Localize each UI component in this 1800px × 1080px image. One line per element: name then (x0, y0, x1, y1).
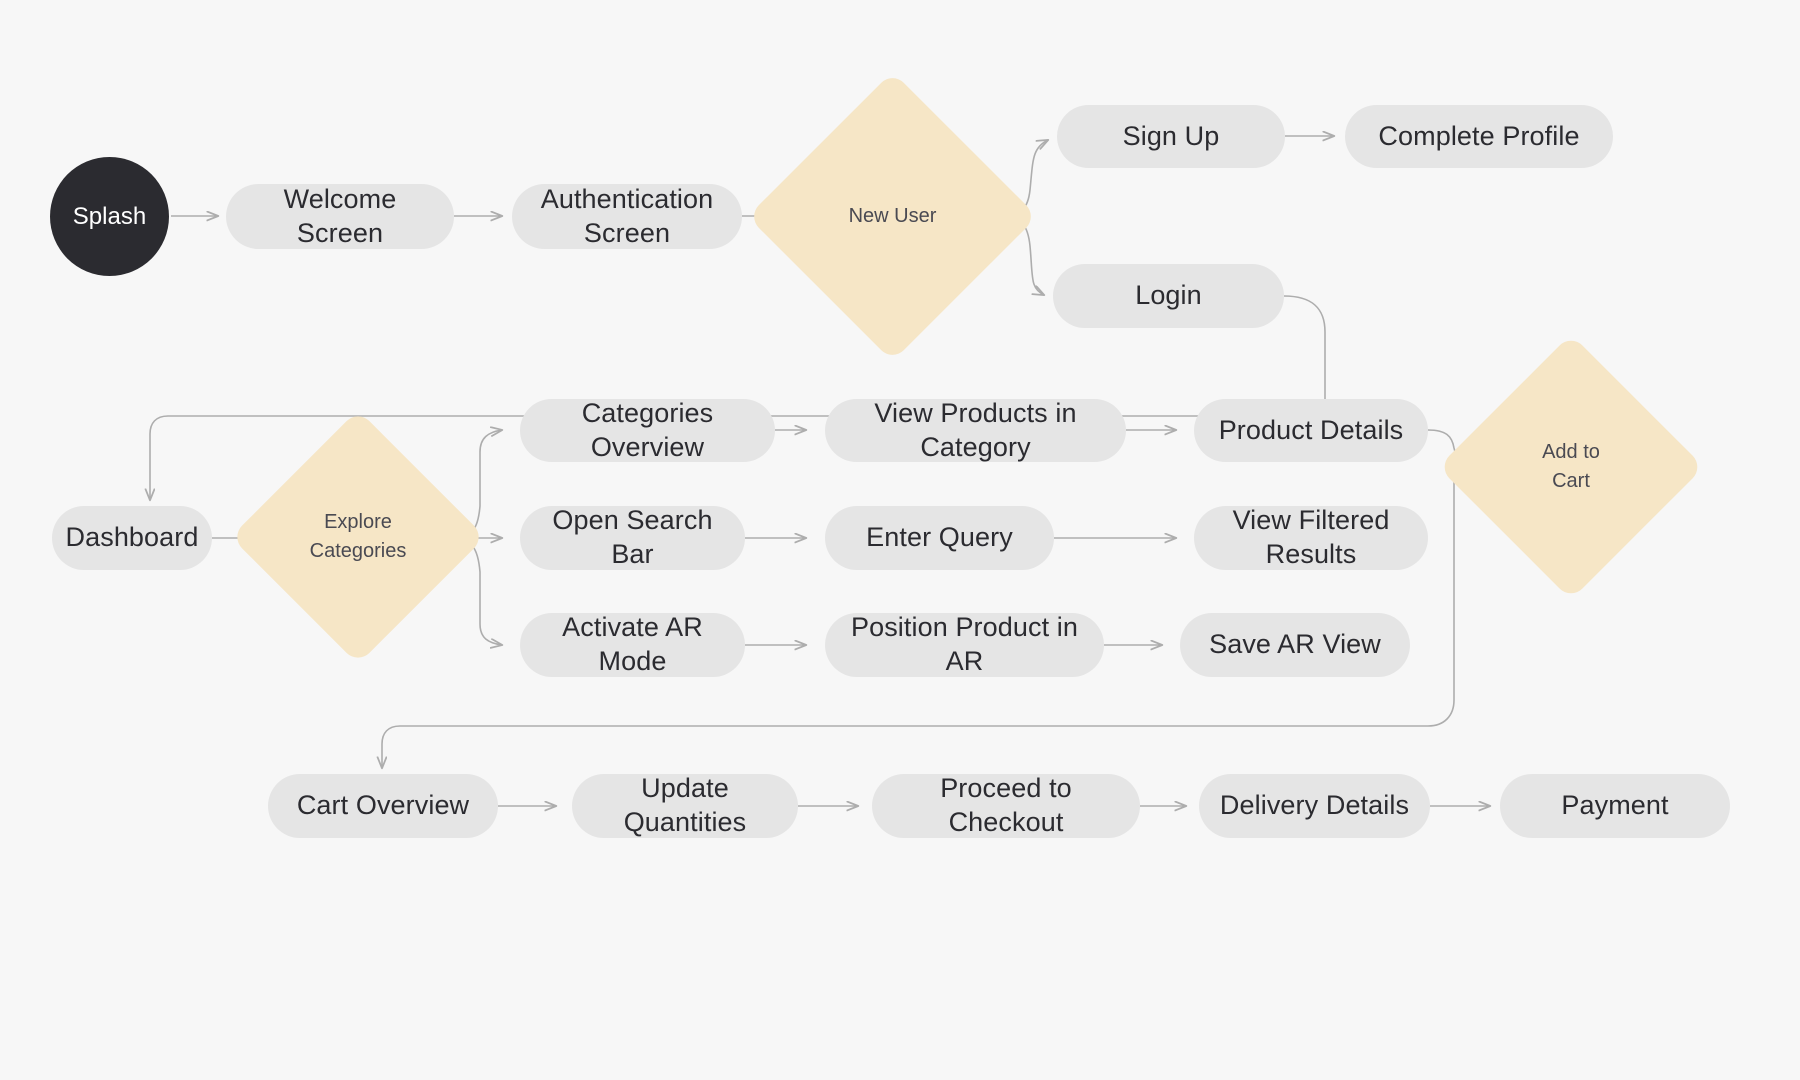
node-authentication-screen-label: Authentication Screen (540, 183, 714, 248)
node-view-filtered-results[interactable]: View Filtered Results (1194, 505, 1428, 570)
node-new-user-label: New User (848, 205, 937, 227)
node-splash-label: Splash (72, 202, 147, 230)
node-update-quantities-label: Update Quantities (623, 773, 747, 837)
node-enter-query-label: Enter Query (866, 522, 1013, 553)
node-open-search-bar[interactable]: Open Search Bar (520, 505, 745, 570)
node-login-label: Login (1135, 280, 1202, 311)
node-save-ar-view-label: Save AR View (1209, 629, 1381, 660)
node-payment[interactable]: Payment (1500, 774, 1730, 838)
node-explore-categories[interactable]: Explore Categories (230, 409, 486, 665)
node-position-product-in-ar-label: Position Product in AR (850, 612, 1079, 676)
node-view-products-in-category-label: View Products in Category (874, 397, 1077, 462)
node-sign-up[interactable]: Sign Up (1057, 105, 1285, 168)
node-view-filtered-results-label: View Filtered Results (1232, 505, 1390, 569)
node-sign-up-label: Sign Up (1122, 120, 1220, 151)
node-categories-overview[interactable]: Categories Overview (520, 397, 775, 462)
node-activate-ar-mode-label: Activate AR Mode (562, 612, 703, 676)
node-open-search-bar-label: Open Search Bar (552, 505, 713, 569)
node-proceed-to-checkout[interactable]: Proceed to Checkout (872, 773, 1140, 838)
node-enter-query[interactable]: Enter Query (825, 506, 1054, 570)
node-login[interactable]: Login (1053, 264, 1284, 328)
node-splash[interactable]: Splash (50, 157, 169, 276)
node-authentication-screen[interactable]: Authentication Screen (512, 184, 742, 249)
node-welcome-screen[interactable]: Welcome Screen (226, 184, 454, 249)
node-payment-label: Payment (1561, 790, 1669, 821)
node-proceed-to-checkout-label: Proceed to Checkout (940, 773, 1072, 837)
node-add-to-cart[interactable]: Add to Cart (1438, 334, 1704, 600)
node-welcome-screen-label: Welcome Screen (283, 183, 397, 248)
node-dashboard-label: Dashboard (65, 522, 199, 553)
node-save-ar-view[interactable]: Save AR View (1180, 613, 1410, 677)
node-explore-categories-label: Explore Categories (309, 511, 407, 562)
node-view-products-in-category[interactable]: View Products in Category (825, 397, 1126, 462)
node-position-product-in-ar[interactable]: Position Product in AR (825, 612, 1104, 677)
node-complete-profile[interactable]: Complete Profile (1345, 105, 1613, 168)
node-cart-overview[interactable]: Cart Overview (268, 774, 498, 838)
node-add-to-cart-label: Add to Cart (1542, 441, 1600, 492)
node-product-details[interactable]: Product Details (1194, 399, 1428, 462)
node-complete-profile-label: Complete Profile (1378, 120, 1580, 151)
node-delivery-details-label: Delivery Details (1219, 790, 1410, 821)
node-product-details-label: Product Details (1218, 414, 1404, 445)
node-delivery-details[interactable]: Delivery Details (1199, 774, 1430, 838)
node-activate-ar-mode[interactable]: Activate AR Mode (520, 612, 745, 677)
node-new-user[interactable]: New User (747, 71, 1038, 362)
node-update-quantities[interactable]: Update Quantities (572, 773, 798, 838)
node-dashboard[interactable]: Dashboard (52, 506, 212, 570)
node-cart-overview-label: Cart Overview (296, 790, 470, 821)
node-categories-overview-label: Categories Overview (581, 397, 714, 462)
